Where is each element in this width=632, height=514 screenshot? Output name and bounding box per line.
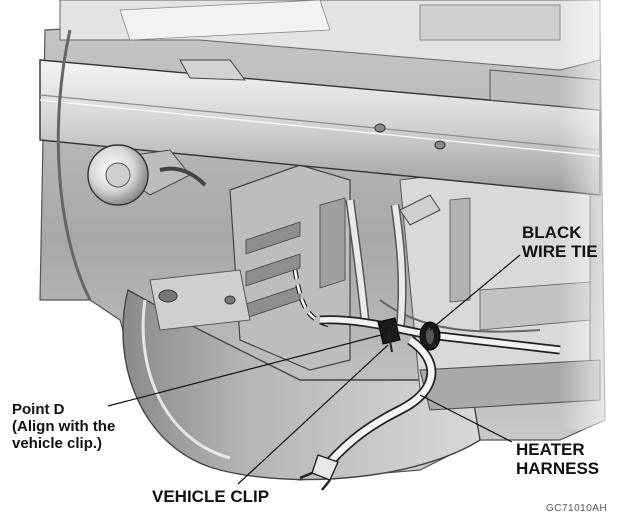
black-wire-tie	[419, 321, 441, 351]
point-d-label: Point D (Align with the vehicle clip.)	[12, 401, 116, 452]
vehicle-clip-label: VEHICLE CLIP	[152, 487, 270, 506]
hoses	[345, 194, 441, 331]
heater-harness-label: HEATER HARNESS	[516, 440, 600, 479]
left-frame-rod	[56, 29, 92, 301]
black-wire-tie-label: BLACK WIRE TIE	[522, 223, 598, 262]
horn-icon	[87, 144, 207, 206]
leader-point-d	[107, 333, 386, 407]
leader-heater-harness	[419, 394, 513, 443]
vehicle-clip	[377, 317, 401, 353]
leader-lines	[107, 254, 521, 485]
figure-code: GC71010AH	[546, 503, 608, 514]
leader-vehicle-clip	[237, 344, 389, 485]
leader-black-wire-tie	[429, 254, 521, 331]
bumper-bowl	[122, 288, 481, 481]
